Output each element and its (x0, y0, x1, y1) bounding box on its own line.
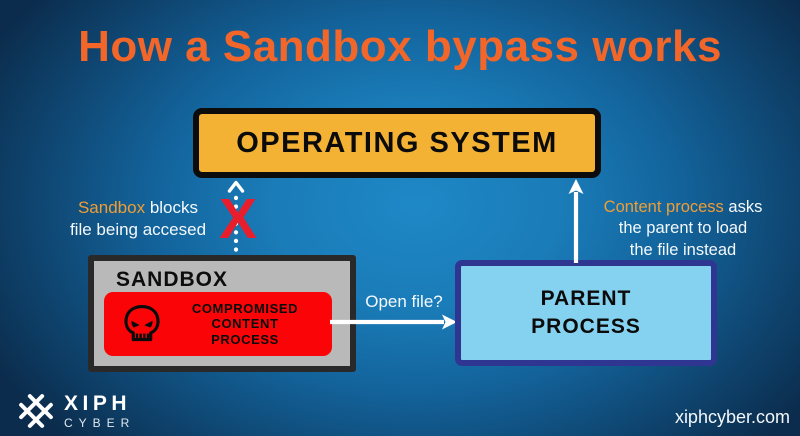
parent-process-box: PARENT PROCESS (455, 260, 717, 366)
blocked-annotation: Sandbox blocks file being accesed (33, 197, 243, 241)
compromised-line-2: CONTENT (211, 316, 279, 332)
operating-system-label: OPERATING SYSTEM (236, 126, 558, 159)
brand-subtitle: CYBER (64, 416, 136, 430)
open-file-arrow (330, 314, 457, 330)
bypass-annotation-rest: asks (723, 198, 763, 216)
blocked-x-icon: X (218, 187, 258, 251)
brand-logo: XIPH CYBER (14, 390, 135, 432)
open-file-label: Open file? (365, 292, 443, 311)
blocked-annotation-rest: blocks (145, 198, 199, 217)
operating-system-box: OPERATING SYSTEM (193, 108, 601, 178)
arrow-up-icon (568, 179, 584, 194)
sandbox-label: SANDBOX (116, 268, 229, 291)
compromised-process-label: COMPROMISED CONTENT PROCESS (164, 301, 332, 347)
arrow-up-icon (227, 180, 245, 193)
parent-line-1: PARENT (540, 286, 632, 310)
blocked-dotted-arrow (227, 180, 245, 286)
compromised-line-1: COMPROMISED (191, 301, 299, 316)
brand-text: XIPH CYBER (64, 393, 135, 429)
parent-line-2: PROCESS (531, 315, 641, 338)
skull-icon (124, 305, 160, 342)
brand-name: XIPH (64, 392, 132, 415)
blocked-annotation-highlight: Sandbox (77, 198, 146, 217)
compromised-line-3: PROCESS (211, 331, 279, 347)
arrow-right-icon (442, 314, 457, 330)
bypass-annotation-line3: the file instead (629, 240, 737, 259)
bypass-annotation: Content process asks the parent to load … (583, 197, 783, 261)
bypass-annotation-line2: the parent to load (618, 219, 748, 238)
website-url: xiphcyber.com (674, 407, 790, 427)
page-title: How a Sandbox bypass works (78, 22, 722, 71)
woven-x-logo-icon (19, 394, 53, 428)
blocked-annotation-line2: file being accesed (69, 220, 207, 240)
compromised-content-process-box: COMPROMISED CONTENT PROCESS (104, 292, 332, 356)
parent-to-os-arrow (568, 179, 584, 263)
parent-process-label: PARENT PROCESS (531, 285, 641, 342)
bypass-annotation-highlight: Content process (603, 198, 724, 216)
